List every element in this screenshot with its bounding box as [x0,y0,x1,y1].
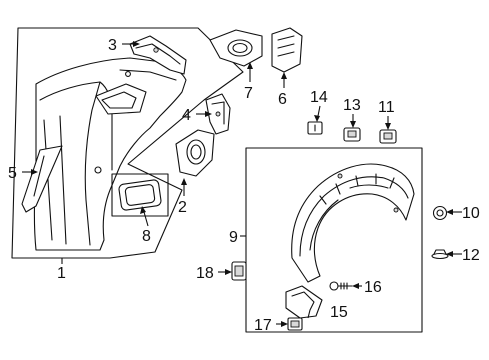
callout-9: 9 [229,229,238,246]
part-4-bracket [205,93,231,135]
callout-5: 5 [8,165,17,182]
part-17-clip [287,317,303,331]
callout-3: 3 [108,37,117,54]
part-11-clip [379,129,397,144]
callout-17: 17 [254,317,272,334]
part-2-fuel-housing [175,129,215,177]
part-16-screw [329,281,353,291]
part-13-clip [343,127,361,142]
callout-15: 15 [330,304,348,321]
quarter-panel [33,57,187,251]
callout-11: 11 [378,99,395,116]
callout-8: 8 [142,228,151,245]
part-7-filler-bracket [209,29,263,67]
part-9-wheelhouse-liner [291,163,415,283]
part-15-bracket [285,285,323,319]
callout-4: 4 [182,107,191,124]
part-14-clip [307,121,323,135]
part-5-pillar-trim [21,145,63,213]
callout-1: 1 [57,265,66,282]
callout-14: 14 [310,89,328,106]
liner-group-outline [245,147,423,333]
callout-7: 7 [244,85,253,102]
part-10-nut [432,205,448,221]
part-6-cover [271,27,303,73]
callout-2: 2 [178,199,187,216]
callout-18: 18 [196,265,214,282]
callout-labels: 1 2 3 4 5 6 7 8 9 10 11 12 13 14 15 16 1… [8,37,480,334]
part-18-clip [231,261,247,281]
part-8-fuel-door [118,179,162,211]
part-3-reinforcement [129,35,187,75]
callout-6: 6 [278,91,287,108]
callout-13: 13 [343,97,361,114]
callout-12: 12 [462,247,480,264]
fuel-door-group-outline [111,173,169,217]
callout-16: 16 [364,279,382,296]
callout-10: 10 [462,205,480,222]
part-12-push-pin [431,249,449,260]
leader-lines [22,41,462,327]
